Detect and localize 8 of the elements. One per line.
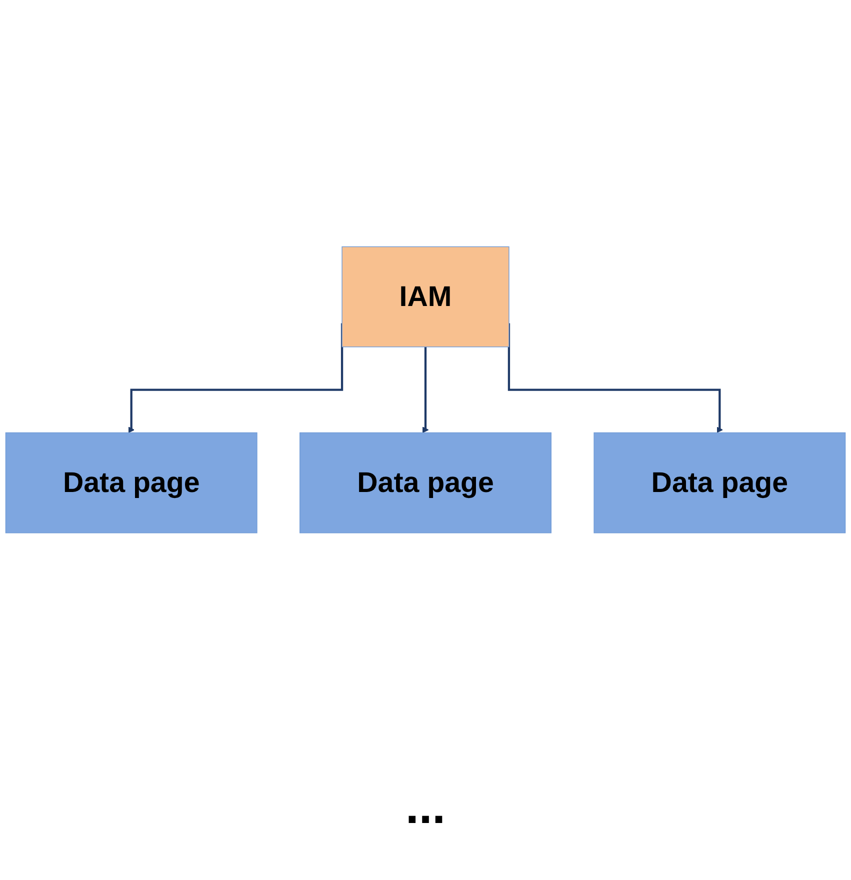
arrow [508,323,723,434]
ellipsis-label: ... [405,781,446,834]
arrow [128,323,344,434]
node-box: Data page [594,432,846,534]
node-box: Data page [5,432,258,534]
node-box: Data page [300,432,552,534]
node-box: IAM [342,246,510,348]
arrow [422,347,429,434]
